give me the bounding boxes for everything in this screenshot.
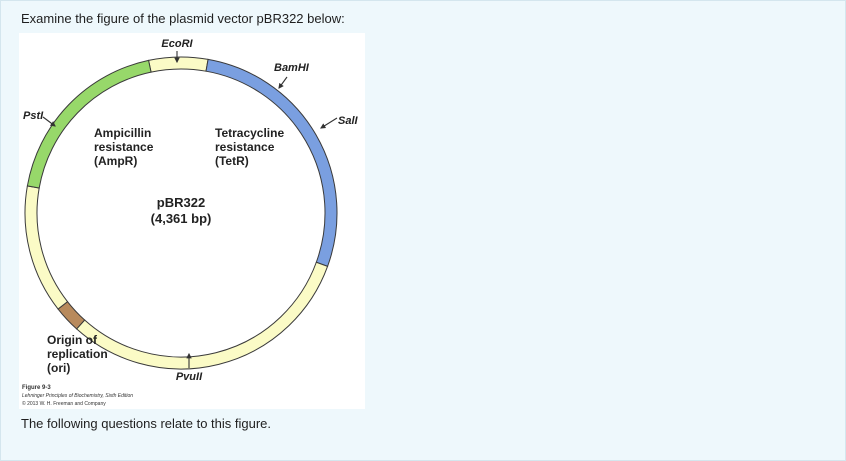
ori-region-line2: replication [47, 347, 108, 361]
amp-resistance-segment [26, 59, 152, 189]
question-intro-text: Examine the figure of the plasmid vector… [21, 11, 345, 26]
question-outro-text: The following questions relate to this f… [21, 416, 272, 431]
amp-region-line2: resistance [94, 140, 154, 154]
amp-region-line3: (AmpR) [94, 154, 137, 168]
sali-label: SalI [338, 115, 359, 127]
plasmid-name: pBR322 [157, 195, 205, 210]
backbone-segment-bottom [75, 261, 329, 370]
plasmid-map: EcoRI BamHI SalI PstI PvuII Ampicillin r… [22, 38, 359, 407]
bamhi-label: BamHI [274, 62, 310, 74]
plasmid-figure: EcoRI BamHI SalI PstI PvuII Ampicillin r… [19, 33, 365, 409]
plasmid-ring [24, 56, 338, 370]
bamhi-arrow [278, 76, 288, 89]
ori-region-line1: Origin of [47, 333, 98, 347]
psti-arrow [42, 116, 56, 127]
plasmid-size: (4,361 bp) [151, 211, 212, 226]
backbone-segment-left [24, 185, 69, 310]
figure-caption-label: Figure 9-3 [22, 385, 51, 391]
tet-region-line2: resistance [215, 140, 275, 154]
ecori-label: EcoRI [161, 38, 193, 50]
site-arrows [42, 51, 338, 368]
backbone-segment-top [147, 56, 209, 73]
tet-region-line3: (TetR) [215, 154, 249, 168]
figure-caption-source: Lehninger Principles of Biochemistry, Si… [22, 393, 133, 399]
psti-label: PstI [23, 110, 44, 122]
pvuii-label: PvuII [176, 371, 203, 383]
ori-region-line3: (ori) [47, 361, 70, 375]
figure-caption-copyright: © 2013 W. H. Freeman and Company [22, 400, 106, 407]
sali-arrow [320, 117, 338, 129]
tet-region-line1: Tetracycline [215, 126, 284, 140]
amp-region-line1: Ampicillin [94, 126, 151, 140]
